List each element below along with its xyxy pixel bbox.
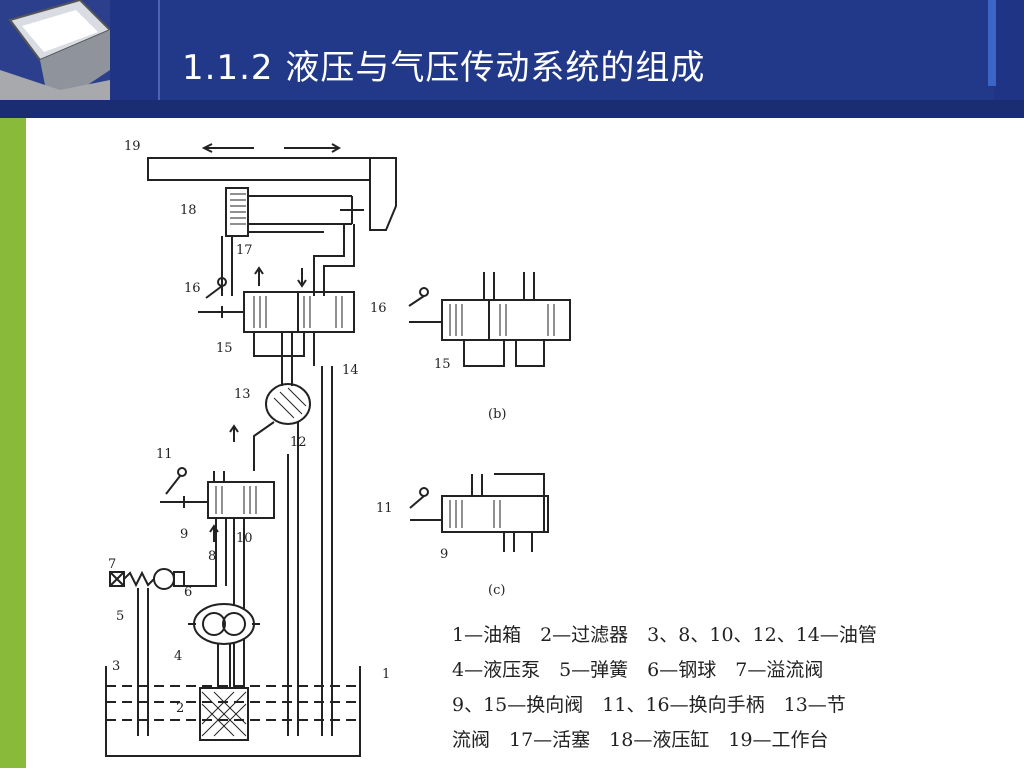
- legend-line-1: 1—油箱 2—过滤器 3、8、10、12、14—油管: [452, 624, 877, 646]
- label-b-16: 16: [370, 301, 387, 316]
- caption-b: (b): [488, 407, 506, 422]
- caption-c: (c): [488, 583, 505, 598]
- label-c-11: 11: [376, 501, 393, 516]
- label-8: 8: [208, 549, 216, 564]
- header-accent: [988, 0, 996, 86]
- label-15: 15: [216, 341, 233, 356]
- label-b-15: 15: [434, 357, 451, 372]
- label-12: 12: [290, 435, 307, 450]
- label-16: 16: [184, 281, 201, 296]
- label-5: 5: [116, 609, 124, 624]
- label-c-9: 9: [440, 547, 448, 562]
- header-bottom-band: [0, 100, 1024, 118]
- label-13: 13: [234, 387, 251, 402]
- label-17: 17: [236, 243, 253, 258]
- label-9: 9: [180, 527, 188, 542]
- side-accent-bar: [0, 118, 26, 768]
- legend-line-4: 流阀 17—活塞 18—液压缸 19—工作台: [452, 729, 829, 751]
- label-10: 10: [236, 531, 253, 546]
- label-6: 6: [184, 585, 192, 600]
- label-2: 2: [176, 701, 184, 716]
- label-19: 19: [124, 139, 141, 154]
- legend-line-3: 9、15—换向阀 11、16—换向手柄 13—节: [452, 694, 846, 716]
- legend-line-2: 4—液压泵 5—弹簧 6—钢球 7—溢流阀: [452, 659, 824, 681]
- label-4: 4: [174, 649, 182, 664]
- label-18: 18: [180, 203, 197, 218]
- slide-title: 1.1.2 液压与气压传动系统的组成: [182, 48, 706, 88]
- title-bar: [158, 0, 994, 100]
- hydraulic-system-diagram: 19 18 17 16 15 14 13 12 11 10 9 8 7 6 5 …: [104, 136, 574, 766]
- label-3: 3: [112, 659, 120, 674]
- diagram-legend: 1—油箱 2—过滤器 3、8、10、12、14—油管 4—液压泵 5—弹簧 6—…: [452, 618, 972, 758]
- label-14: 14: [342, 363, 359, 378]
- label-1: 1: [382, 667, 390, 682]
- label-7: 7: [108, 557, 116, 572]
- label-11: 11: [156, 447, 173, 462]
- slide-header: 1.1.2 液压与气压传动系统的组成: [0, 0, 1024, 118]
